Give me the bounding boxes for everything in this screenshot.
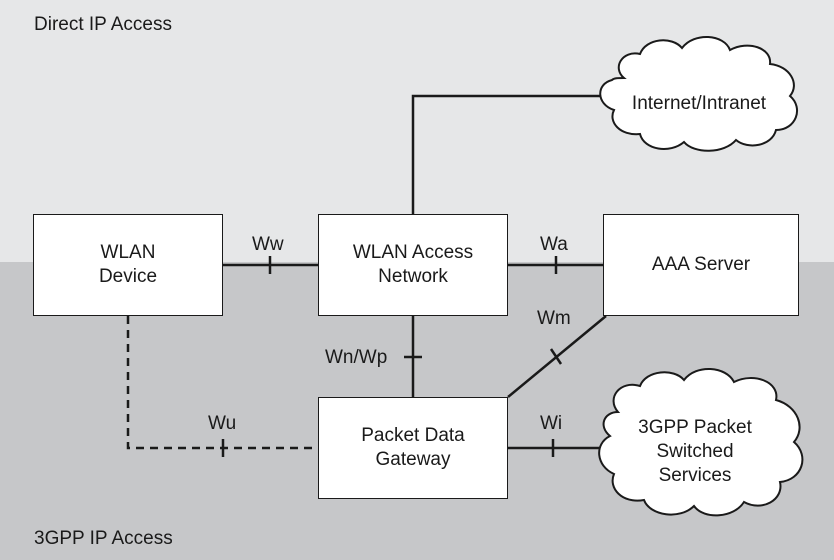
pdg-label-line2: Gateway: [375, 449, 451, 470]
direct-ip-access-label: Direct IP Access: [34, 14, 172, 35]
interface-label-wi: Wi: [540, 413, 563, 434]
pdg-label-line1: Packet Data: [361, 425, 465, 446]
wlan-access-label-line2: Network: [378, 266, 448, 287]
3gpp-ip-access-label: 3GPP IP Access: [34, 528, 173, 549]
3gpp-cloud-label-line3: Services: [658, 465, 732, 486]
wlan-device-label-line1: WLAN: [100, 242, 156, 263]
3gpp-cloud-label-line2: Switched: [656, 441, 734, 462]
interface-label-wm: Wm: [537, 308, 571, 329]
link-internet: [411, 94, 606, 214]
internet-cloud-shape: [599, 35, 798, 152]
wlan-access-label-line1: WLAN Access: [352, 242, 474, 263]
internet-intranet-cloud: Internet/Intranet: [606, 84, 792, 124]
interface-label-wu: Wu: [208, 413, 237, 434]
interface-label-wa: Wa: [540, 234, 568, 255]
aaa-server-node: AAA Server: [603, 214, 799, 316]
tick-wm: [549, 348, 563, 365]
interface-label-ww: Ww: [252, 234, 284, 255]
3gpp-services-cloud: 3GPP Packet Switched Services: [600, 413, 790, 491]
aaa-server-label: AAA Server: [651, 254, 751, 275]
internet-cloud-label: Internet/Intranet: [631, 93, 767, 114]
interface-label-wn-wp: Wn/Wp: [325, 347, 388, 368]
3gpp-cloud-shape: [598, 367, 804, 517]
wlan-device-label-line2: Device: [98, 266, 158, 287]
3gpp-cloud-label-line1: 3GPP Packet: [638, 417, 752, 438]
wlan-device-node: WLAN Device: [33, 214, 223, 316]
link-wu: [126, 316, 318, 450]
wlan-access-network-node: WLAN Access Network: [318, 214, 508, 316]
packet-data-gateway-node: Packet Data Gateway: [318, 397, 508, 499]
